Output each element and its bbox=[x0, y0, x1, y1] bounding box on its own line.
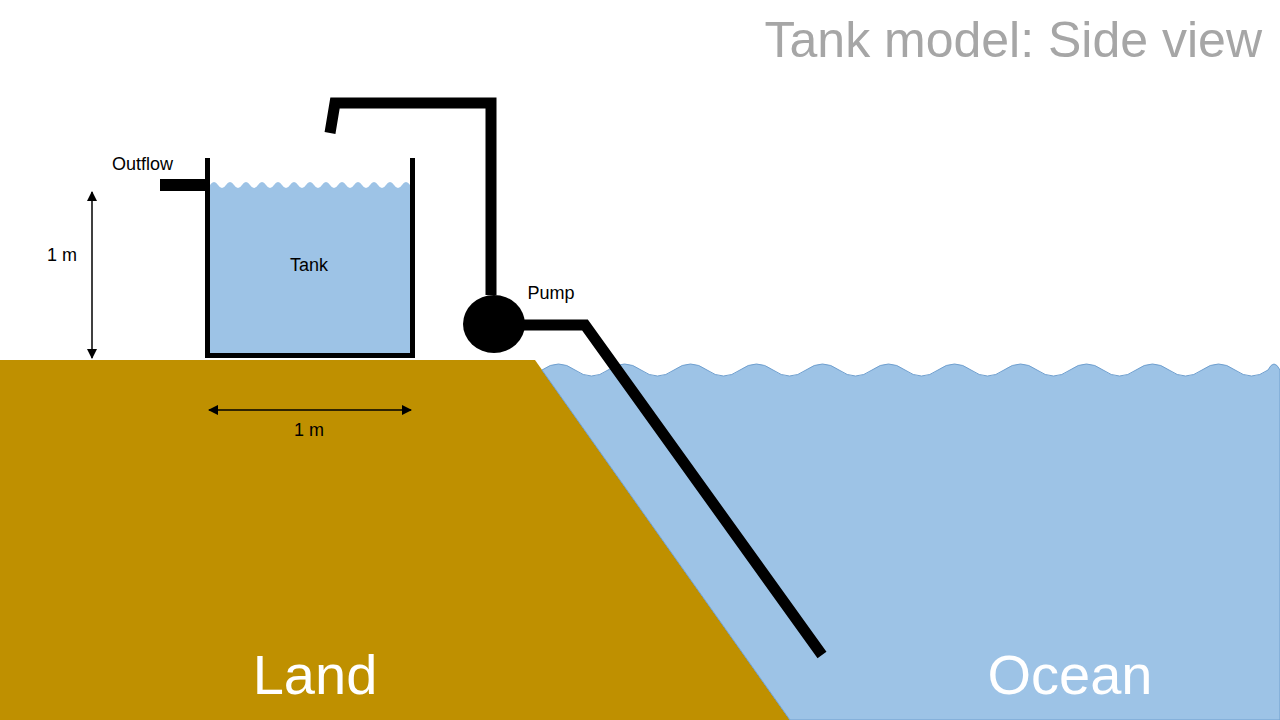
dimension-line bbox=[209, 409, 411, 411]
tank-label: Tank bbox=[290, 255, 328, 276]
tank-vessel: Tank bbox=[205, 133, 415, 358]
land-label: Land bbox=[253, 643, 378, 707]
pump-circle: Pump bbox=[463, 295, 525, 353]
outflow-pipe bbox=[160, 179, 207, 191]
ocean-fill bbox=[542, 364, 1280, 720]
dimension-label: 1 m bbox=[294, 420, 324, 441]
water-pipe bbox=[524, 325, 822, 655]
tank-wall bbox=[208, 158, 413, 356]
ocean-label: Ocean bbox=[988, 643, 1153, 707]
page-title: Tank model: Side view bbox=[765, 12, 1262, 70]
tank-vessel-outline bbox=[205, 133, 415, 358]
pump-label: Pump bbox=[527, 283, 574, 304]
dimension-label: 1 m bbox=[47, 245, 77, 266]
outflow-label: Outflow bbox=[112, 154, 173, 175]
ocean-region: Ocean bbox=[535, 355, 1280, 720]
dimension-line bbox=[91, 192, 93, 358]
pump-circle-outline bbox=[463, 295, 525, 353]
ocean-region-outline bbox=[535, 355, 1280, 720]
water-pipe bbox=[330, 103, 491, 295]
pump-body bbox=[463, 295, 525, 353]
tank-water bbox=[210, 182, 410, 353]
